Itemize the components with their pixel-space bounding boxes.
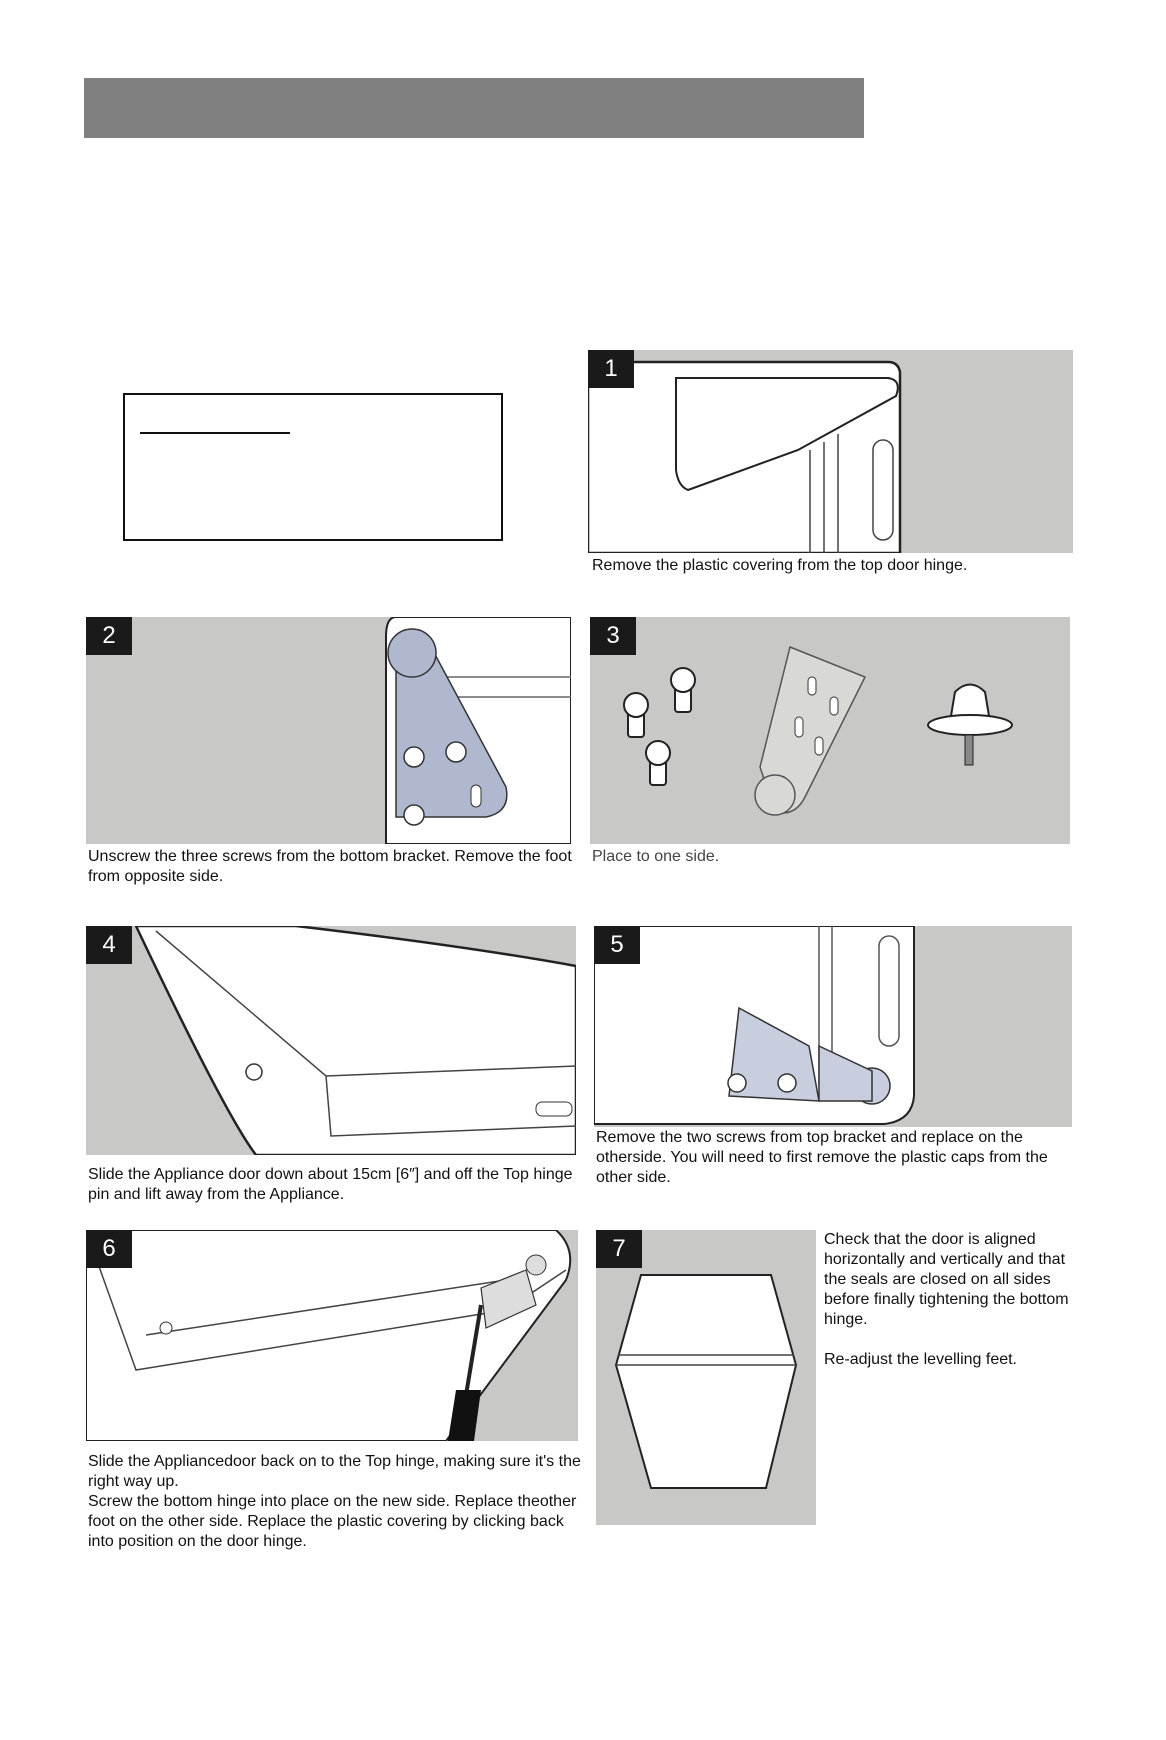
step-7-illustration: 7 [596,1230,816,1525]
reattach-door-drawing [86,1230,578,1441]
step-4-illustration: 4 [86,926,576,1155]
door-removal-drawing [86,926,576,1155]
note-underline [140,432,290,434]
step-6-caption: Slide the Appliancedoor back on to the T… [88,1452,583,1552]
step-1-number: 1 [588,350,634,388]
step-6-caption-line-2: Screw the bottom hinge into place on the… [88,1492,583,1552]
note-box [123,393,503,541]
top-hinge-cover-drawing [588,350,1073,553]
step-6-caption-line-1: Slide the Appliancedoor back on to the T… [88,1452,583,1492]
step-1-caption: Remove the plastic covering from the top… [592,556,1072,576]
top-bracket-drawing [594,926,1072,1127]
step-2-illustration: 2 [86,617,571,844]
screws-bracket-foot-drawing [590,617,1070,844]
step-7-caption: Check that the door is aligned horizonta… [824,1230,1074,1370]
step-3-number: 3 [590,617,636,655]
step-3-illustration: 3 [590,617,1070,844]
header-bar [84,78,864,138]
step-7-number: 7 [596,1230,642,1268]
step-2-number: 2 [86,617,132,655]
step-7-caption-line-1: Check that the door is aligned horizonta… [824,1230,1074,1330]
step-4-number: 4 [86,926,132,964]
step-5-number: 5 [594,926,640,964]
aligned-door-drawing [596,1230,816,1525]
step-5-illustration: 5 [594,926,1072,1127]
step-5-caption: Remove the two screws from top bracket a… [596,1128,1076,1188]
step-1-illustration: 1 [588,350,1073,553]
step-2-caption: Unscrew the three screws from the bottom… [88,847,578,887]
step-3-caption: Place to one side. [592,847,1072,867]
bottom-bracket-drawing [86,617,571,844]
step-4-caption: Slide the Appliance door down about 15cm… [88,1165,583,1205]
step-7-caption-line-2: Re-adjust the levelling feet. [824,1350,1074,1370]
step-6-number: 6 [86,1230,132,1268]
step-6-illustration: 6 [86,1230,578,1441]
